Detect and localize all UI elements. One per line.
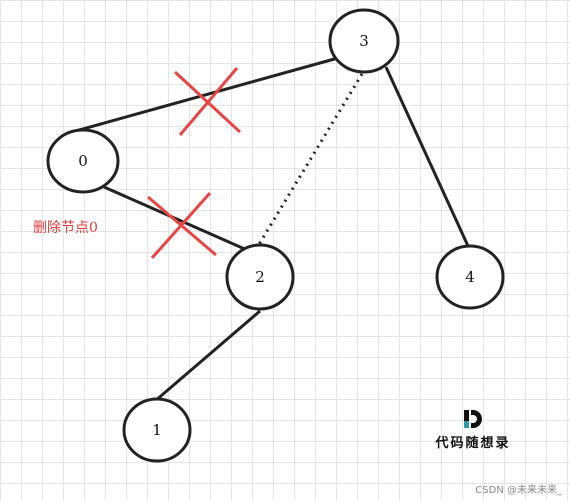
node-3-label: 3	[359, 32, 369, 50]
node-4-label: 4	[465, 268, 475, 286]
node-3: 3	[328, 8, 400, 74]
edge-3-4	[384, 66, 470, 247]
edge-0-3	[71, 56, 339, 134]
delete-node-annotation: 删除节点0	[33, 220, 98, 236]
node-1-label: 1	[152, 421, 162, 439]
logo-d-icon	[464, 410, 482, 428]
logo: 代码随想录	[428, 408, 518, 451]
node-0: 0	[46, 128, 120, 194]
node-2-label: 2	[255, 268, 265, 286]
logo-text: 代码随想录	[435, 436, 511, 451]
node-1: 1	[122, 397, 192, 463]
edge-3-2-dotted	[256, 73, 364, 247]
watermark: CSDN @未来未来_	[475, 485, 562, 496]
node-4: 4	[435, 244, 505, 310]
cross-mark-edge-0-3	[173, 67, 242, 136]
node-0-label: 0	[78, 152, 88, 170]
edge-2-1	[154, 309, 261, 403]
node-2: 2	[225, 243, 295, 311]
cross-mark-edge-0-2	[147, 192, 217, 259]
